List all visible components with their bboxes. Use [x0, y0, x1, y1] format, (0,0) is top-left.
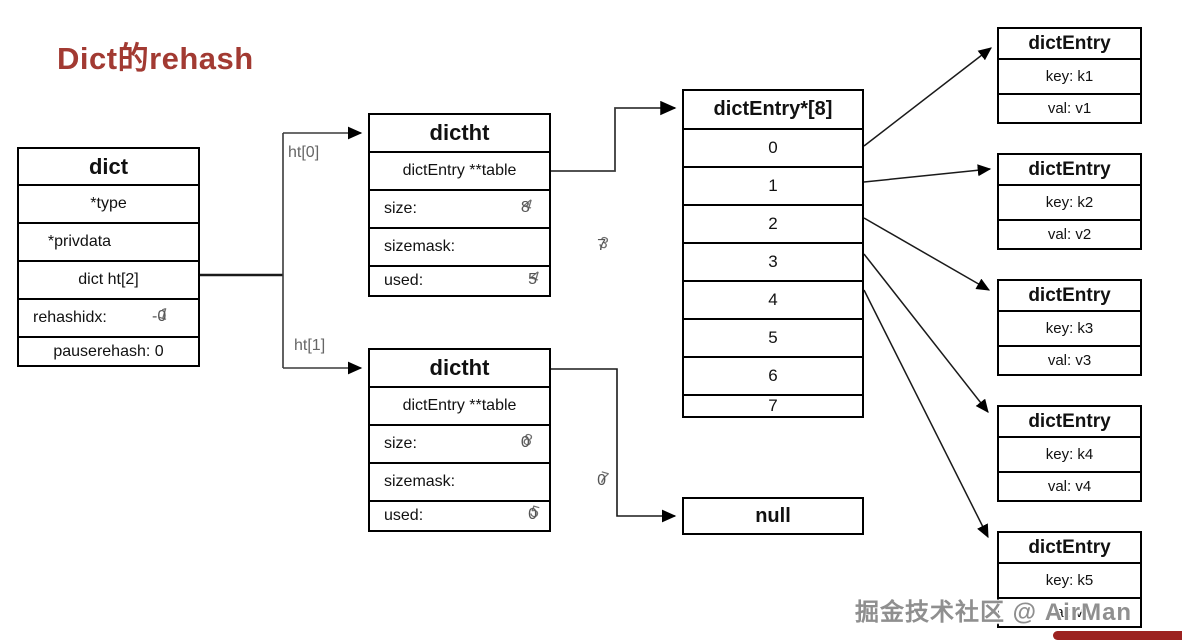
- ht0-pointer-label: ht[0]: [288, 144, 320, 161]
- size-label: size:: [384, 200, 417, 217]
- used-overwritten-digit: 5 0: [528, 503, 542, 523]
- dictht-ht1-used-row: used: 5 0: [370, 500, 549, 530]
- size-overwritten-digit: 4 8: [520, 196, 535, 216]
- null-box: null: [682, 497, 864, 535]
- dictht-ht0-table-row: dictEntry **table: [370, 151, 549, 189]
- dictentry-node-k4: dictEntry key: k4 val: v4: [997, 405, 1142, 502]
- array-slot-0: 0: [684, 128, 862, 166]
- dictht-ht0-used-row: used: 4 5: [370, 265, 549, 295]
- dictht-ht0-box: dictht dictEntry **table size: 4 8 sizem…: [368, 113, 610, 297]
- sizemask-overwritten-digit: 7 0: [597, 469, 611, 489]
- dict-box-header: dict: [88, 153, 129, 179]
- array-slot-6: 6: [684, 356, 862, 394]
- rehashidx-label: rehashidx:: [33, 309, 107, 326]
- array-slot-4: 4: [684, 280, 862, 318]
- dictht-ht1-size-row: size: 8 0: [370, 424, 549, 462]
- dictentry-header: dictEntry: [1028, 284, 1111, 306]
- dictht-ht1-box: dictht dictEntry **table size: 8 0 sizem…: [368, 348, 610, 532]
- ht1-pointer-label: ht[1]: [294, 337, 326, 354]
- null-label: null: [755, 504, 791, 527]
- dictht-ht0-size-row: size: 4 8: [370, 189, 549, 227]
- rehashidx-minus: -: [152, 308, 158, 325]
- dict-row-privdata: *privdata: [19, 222, 198, 260]
- dictentry-key: key: k5: [999, 562, 1140, 597]
- dictentry-header: dictEntry: [1028, 158, 1111, 180]
- dictht-ht0-sizemask-row: sizemask: 3 7: [370, 227, 610, 265]
- dictentry-node-k3: dictEntry key: k3 val: v3: [997, 279, 1142, 376]
- sizemask-label: sizemask:: [384, 238, 456, 255]
- sizemask-label: sizemask:: [384, 473, 456, 490]
- dictentry-key: key: k3: [999, 310, 1140, 345]
- dictentry-header: dictEntry: [1028, 410, 1111, 432]
- dictentry-node-k5: dictEntry key: k5 val: v5: [997, 531, 1142, 628]
- array-slot-3: 3: [684, 242, 862, 280]
- dict-row-pauserehash: pauserehash: 0: [19, 336, 198, 365]
- page-title: Dict的rehash: [57, 41, 254, 76]
- size-overwritten-digit: 8 0: [520, 431, 535, 451]
- dictentry-val: val: v1: [999, 93, 1140, 122]
- dictentry-val: val: v2: [999, 219, 1140, 248]
- size-label: size:: [384, 435, 417, 452]
- used-label: used:: [384, 507, 424, 524]
- dictht-ht1-table-row: dictEntry **table: [370, 386, 549, 424]
- dict-row-ht: dict ht[2]: [19, 260, 198, 298]
- dict-box: dict *type *privdata dict ht[2] rehashid…: [17, 147, 200, 367]
- array-slot-1: 1: [684, 166, 862, 204]
- rehashidx-overwritten-digit: 1 0: [157, 305, 171, 325]
- dictht-ht0-header: dictht: [429, 120, 490, 145]
- dictentry-header: dictEntry: [1028, 32, 1111, 54]
- dictentry-val: val: v5: [999, 597, 1140, 626]
- used-overwritten-digit: 4 5: [528, 268, 542, 288]
- used-label: used:: [384, 272, 424, 289]
- dictentry-val: val: v3: [999, 345, 1140, 374]
- red-accent-bar: [1053, 631, 1182, 640]
- dictentry-header: dictEntry: [1028, 536, 1111, 558]
- sizemask-overwritten-digit: 3 7: [597, 234, 611, 254]
- watermark-text: 掘金技术社区 @ AirMan: [855, 599, 1133, 626]
- dictentry-key: key: k2: [999, 184, 1140, 219]
- rehashidx-value: - 1 0: [152, 305, 171, 328]
- dict-row-type: *type: [19, 184, 198, 222]
- array-slot-5: 5: [684, 318, 862, 356]
- dictentry-node-k1: dictEntry key: k1 val: v1: [997, 27, 1142, 124]
- dictht-ht1-sizemask-row: sizemask: 7 0: [370, 462, 610, 500]
- array-slot-2: 2: [684, 204, 862, 242]
- dictentry-key: key: k1: [999, 58, 1140, 93]
- dictentry-array-header: dictEntry*[8]: [713, 98, 833, 120]
- dictentry-node-k2: dictEntry key: k2 val: v2: [997, 153, 1142, 250]
- dict-row-rehashidx: rehashidx: - 1 0: [19, 298, 198, 336]
- dictentry-val: val: v4: [999, 471, 1140, 500]
- dictentry-array-box: dictEntry*[8] 0 1 2 3 4 5 6 7: [682, 89, 864, 418]
- array-slot-7: 7: [684, 394, 862, 416]
- dictentry-key: key: k4: [999, 436, 1140, 471]
- dictht-ht1-header: dictht: [429, 355, 490, 380]
